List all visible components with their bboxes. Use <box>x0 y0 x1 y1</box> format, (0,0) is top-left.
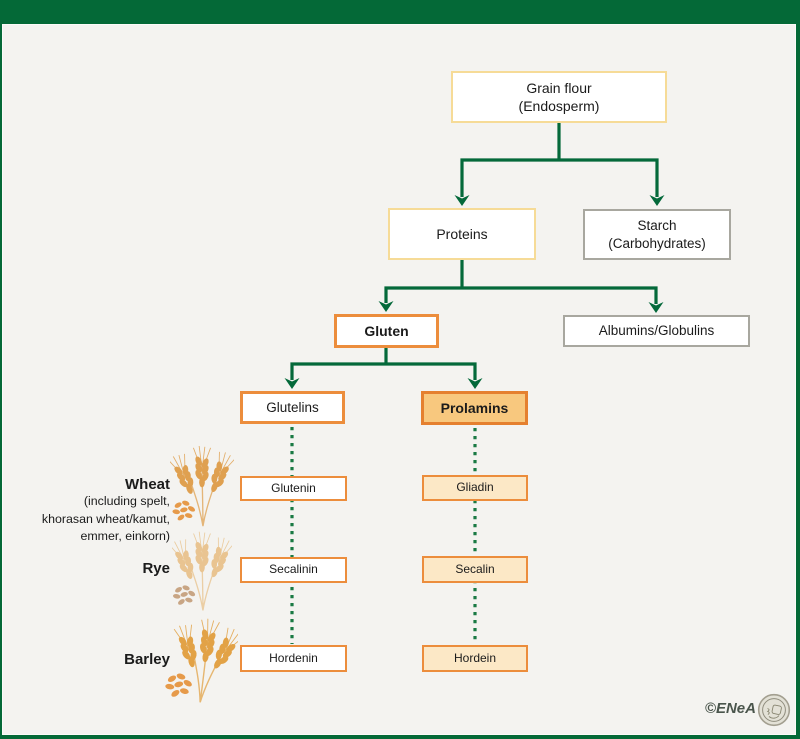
node-glutenin: Glutenin <box>240 476 347 501</box>
node-secalinin-label: Secalinin <box>269 562 318 577</box>
node-proteins: Proteins <box>388 208 536 260</box>
wheat-note-3: emmer, einkorn) <box>80 529 170 544</box>
node-albumins-globulins-label: Albumins/Globulins <box>598 323 715 339</box>
rye-icon <box>172 531 232 611</box>
barley-label: Barley <box>18 651 170 668</box>
node-grain-flour: Grain flour (Endosperm) <box>451 71 667 123</box>
wheat-note-2: khorasan wheat/kamut, <box>41 511 170 526</box>
node-starch-line2: (Carbohydrates) <box>608 235 706 251</box>
node-proteins-label: Proteins <box>436 225 488 242</box>
rye-name: Rye <box>142 560 170 577</box>
copyright-text: ©ENeA <box>704 700 756 717</box>
node-hordein: Hordein <box>422 645 528 672</box>
wheat-name: Wheat <box>125 476 170 493</box>
diagram-background <box>2 24 796 735</box>
rye-label: Rye <box>18 560 170 577</box>
wheat-icon <box>170 445 234 527</box>
node-glutelins-label: Glutelins <box>266 399 319 415</box>
node-gliadin: Gliadin <box>422 475 528 501</box>
node-hordenin-label: Hordenin <box>269 650 318 665</box>
node-glutenin-label: Glutenin <box>271 480 316 495</box>
node-glutelins: Glutelins <box>240 391 345 424</box>
wheat-label: Wheat (including spelt, khorasan wheat/k… <box>18 476 170 546</box>
wheat-note-1: (including spelt, <box>83 494 170 508</box>
node-gliadin-label: Gliadin <box>456 480 494 495</box>
barley-icon <box>164 617 238 703</box>
node-albumins-globulins: Albumins/Globulins <box>563 315 750 347</box>
node-hordein-label: Hordein <box>453 650 497 665</box>
node-starch: Starch (Carbohydrates) <box>583 209 731 260</box>
node-grain-flour-line2: (Endosperm) <box>518 98 600 114</box>
node-hordenin: Hordenin <box>240 645 347 672</box>
node-secalinin: Secalinin <box>240 557 347 583</box>
node-grain-flour-line1: Grain flour <box>526 79 592 96</box>
node-secalin-label: Secalin <box>455 561 495 576</box>
node-secalin: Secalin <box>422 556 528 583</box>
node-gluten: Gluten <box>334 314 439 348</box>
node-starch-line1: Starch <box>637 217 677 233</box>
node-gluten-label: Gluten <box>364 322 409 339</box>
barley-name: Barley <box>124 651 170 668</box>
node-prolamins-label: Prolamins <box>440 399 509 416</box>
enea-logo-icon <box>757 693 791 727</box>
node-prolamins: Prolamins <box>421 391 528 425</box>
